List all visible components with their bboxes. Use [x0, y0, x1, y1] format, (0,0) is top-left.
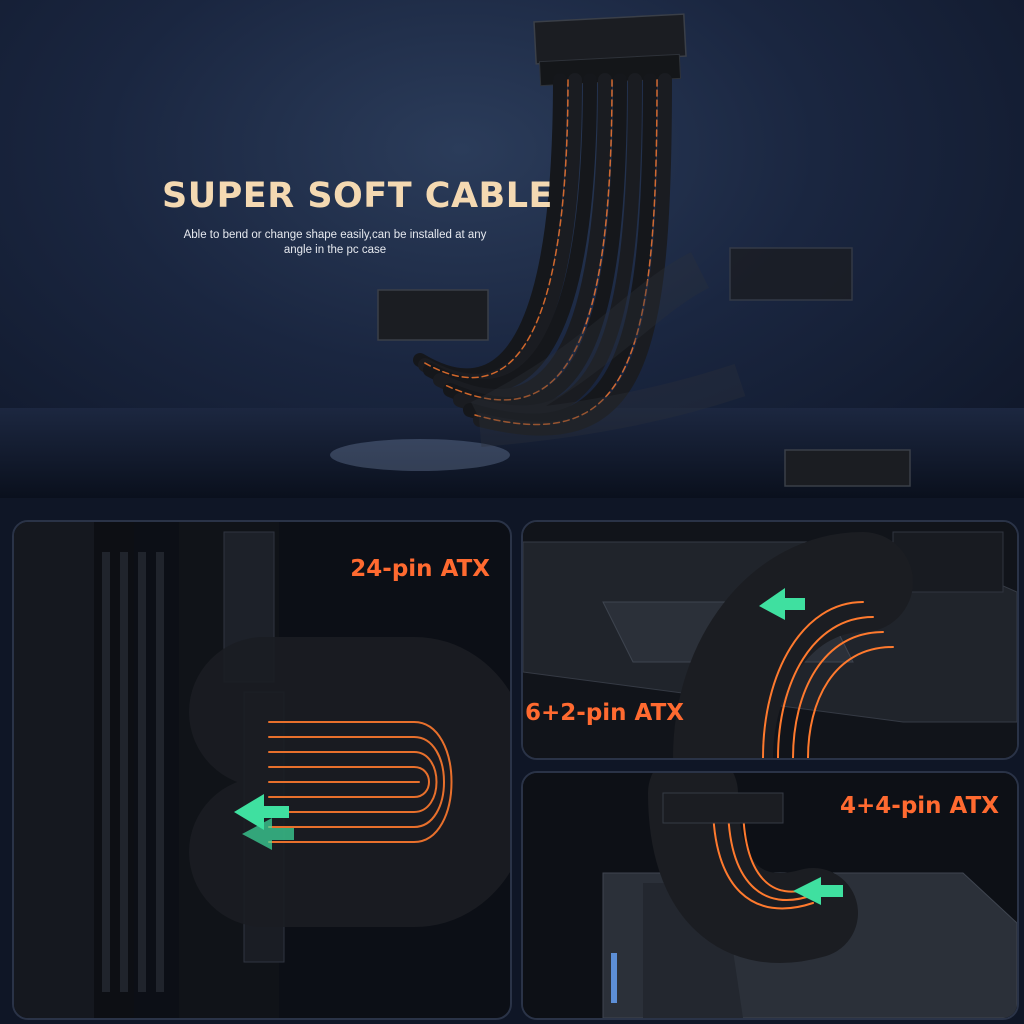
hero-section: SUPER SOFT CABLE Able to bend or change … — [0, 0, 1024, 498]
right-connector — [729, 247, 853, 301]
hero-subtitle-line1: Able to bend or change shape easily,can … — [183, 229, 487, 241]
panel-24pin-atx: 24-pin ATX — [12, 520, 512, 1020]
eps-label: 4+4-pin ATX — [840, 793, 999, 819]
hero-subtitle: Able to bend or change shape easily,can … — [140, 228, 530, 258]
atx24-cable-loops — [189, 637, 510, 927]
hero-subtitle-line2: angle in the pc case — [283, 244, 387, 256]
eps-arrow-icon — [793, 877, 843, 905]
ghost-cable-positions — [471, 252, 746, 447]
green-insert-arrow-icon — [234, 794, 294, 850]
atx24-label: 24-pin ATX — [350, 556, 490, 582]
left-connector — [377, 289, 489, 341]
pcie-arrow-icon — [759, 588, 805, 620]
bent-cable-bundle — [413, 73, 672, 436]
pcie-cable-bundle — [673, 532, 913, 758]
hero-cable-illustration — [330, 13, 911, 487]
atx24-illustration — [14, 522, 510, 1018]
panel-6plus2pin-atx: 6+2-pin ATX — [521, 520, 1019, 760]
pcie-illustration — [523, 522, 1017, 758]
panel-4plus4pin-atx: 4+4-pin ATX — [521, 771, 1019, 1020]
eps-illustration — [523, 773, 1017, 1018]
floor-connector — [784, 449, 911, 487]
eps-cable-bundle — [648, 773, 858, 963]
pcie-label: 6+2-pin ATX — [525, 700, 684, 726]
hero-title: SUPER SOFT CABLE — [162, 176, 553, 216]
